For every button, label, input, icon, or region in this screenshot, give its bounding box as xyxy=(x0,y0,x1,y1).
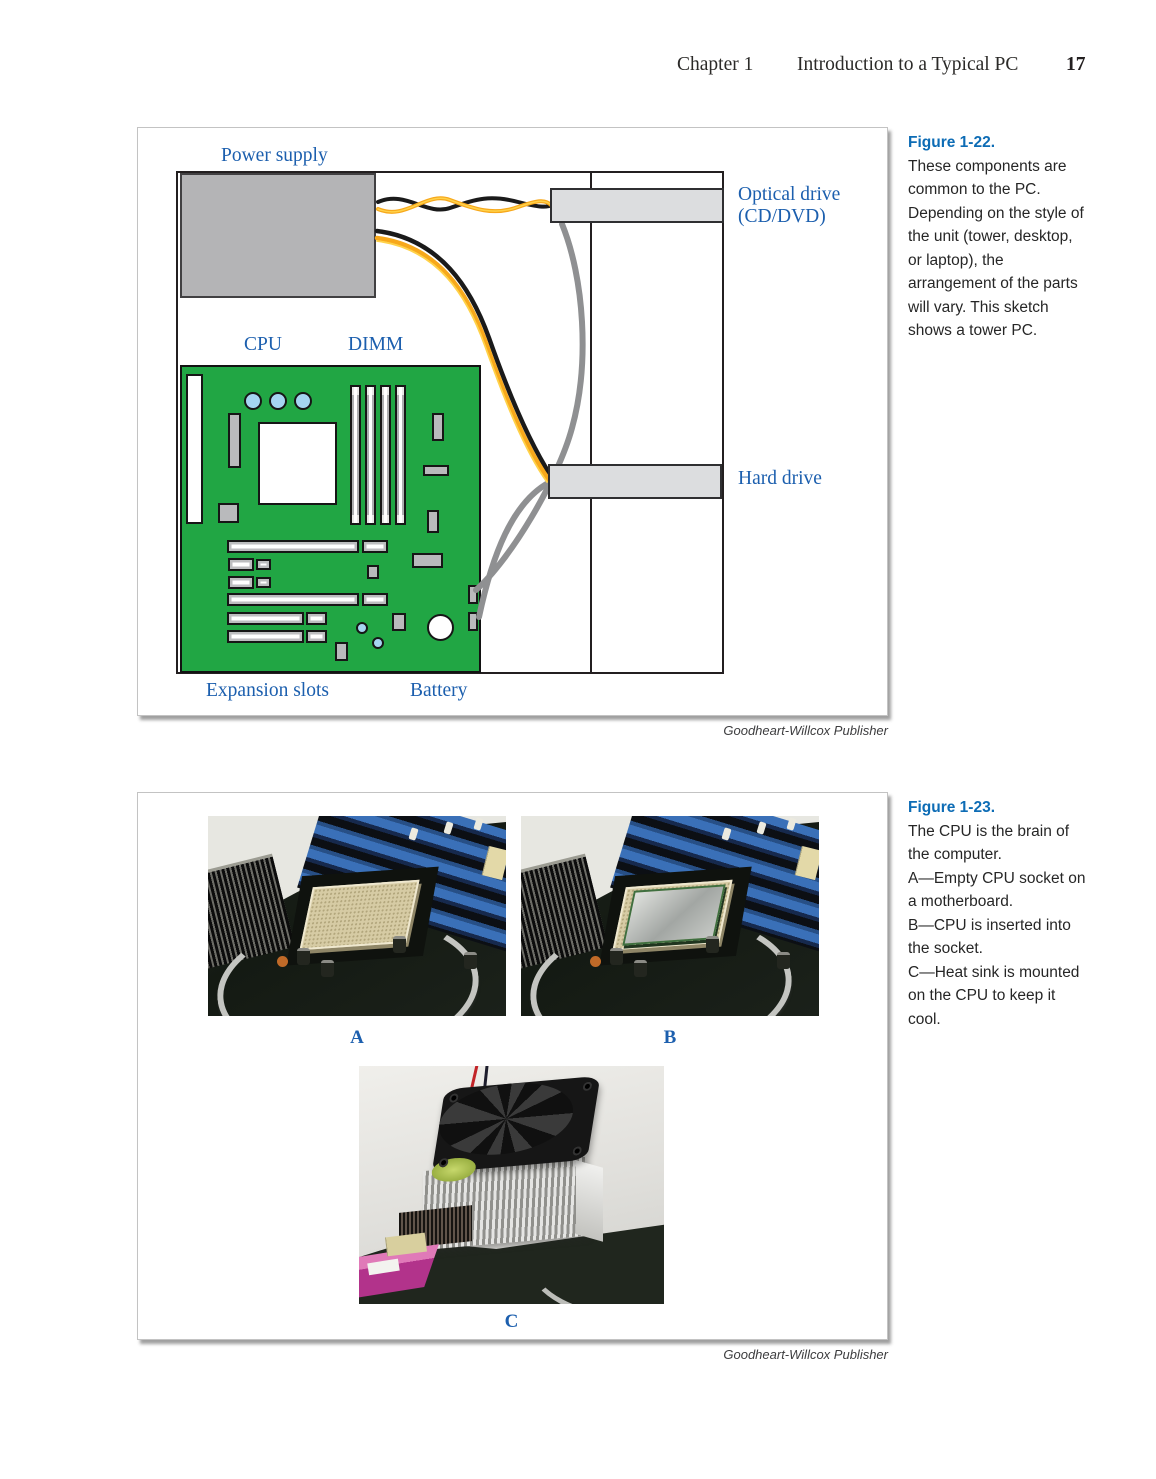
capacitor-photo xyxy=(634,960,648,977)
header-chapter: Chapter 1 xyxy=(677,54,754,75)
header-title: Introduction to a Typical PC xyxy=(797,54,1019,75)
cable-connector xyxy=(468,612,478,631)
expansion-slot-shape xyxy=(256,559,271,570)
expansion-slot-shape xyxy=(306,630,327,643)
pc-case-outline xyxy=(176,171,724,674)
capacitor-photo xyxy=(392,936,406,953)
power-cable-orange xyxy=(374,235,552,483)
coil-photo xyxy=(589,956,601,967)
label-expansion-slots: Expansion slots xyxy=(206,680,329,701)
figure-1-22-label: Figure 1-22. xyxy=(908,134,995,151)
figure-1-23-caption-item-c: C—Heat sink is mounted on the CPU to kee… xyxy=(908,963,1080,1028)
battery-shape xyxy=(427,614,454,641)
label-cpu: CPU xyxy=(244,334,282,355)
component-chip xyxy=(432,413,444,441)
power-supply-shape xyxy=(180,173,376,298)
capacitor-circle xyxy=(372,637,384,649)
expansion-slot-shape xyxy=(227,540,359,553)
figure-1-22-caption-text: These components are common to the PC. D… xyxy=(908,157,1084,340)
capacitor-photo xyxy=(297,948,311,965)
photo-cpu-inserted xyxy=(521,816,819,1016)
label-hard-drive: Hard drive xyxy=(738,468,822,489)
photo-label-a: A xyxy=(350,1027,364,1048)
expansion-slot-shape xyxy=(227,630,304,643)
expansion-slot-shape xyxy=(228,558,254,571)
figure-1-23-box: A B C xyxy=(137,792,888,1340)
capacitor-photo xyxy=(777,952,791,969)
capacitor-circle xyxy=(244,392,262,410)
expansion-slot-shape xyxy=(228,576,254,589)
capacitor-photo xyxy=(610,948,624,965)
expansion-slot-shape xyxy=(227,593,359,606)
figure-1-23-label: Figure 1-23. xyxy=(908,799,995,816)
cables-drawing xyxy=(374,196,586,620)
fan-blades xyxy=(434,1077,579,1160)
component-chip xyxy=(218,503,239,523)
motherboard-shape xyxy=(180,365,481,673)
figure-1-23-caption: Figure 1-23. The CPU is the brain of the… xyxy=(908,796,1090,1031)
power-cable-highlight xyxy=(377,197,553,213)
hard-drive-shape xyxy=(548,464,722,499)
optical-data-cable xyxy=(473,221,586,593)
dimm-slot-shape xyxy=(395,385,406,525)
dimm-slot-shape xyxy=(380,385,391,525)
expansion-slot-shape xyxy=(256,577,271,588)
component-chip xyxy=(412,553,443,568)
component-chip xyxy=(427,510,439,533)
capacitor-circle xyxy=(294,392,312,410)
label-dimm: DIMM xyxy=(348,334,404,355)
fan-screw-hole xyxy=(582,1081,594,1091)
optical-drive-shape xyxy=(550,188,724,223)
component-chip xyxy=(335,642,348,661)
dimm-slot-shape xyxy=(350,385,361,525)
figure-1-22-box: Power supply CPU DIMM xyxy=(137,127,888,716)
expansion-slot-shape xyxy=(362,593,388,606)
power-cable-black xyxy=(374,228,554,479)
drive-bay-divider xyxy=(590,171,592,674)
capacitor-photo xyxy=(464,952,478,969)
expansion-slot-shape xyxy=(362,540,388,553)
capacitor-circle xyxy=(269,392,287,410)
power-cable-black xyxy=(376,196,554,212)
cpu-socket-shape xyxy=(258,422,337,505)
component-bar xyxy=(228,413,241,468)
power-cable-highlight xyxy=(376,240,548,483)
attribution-text: Goodheart-Willcox Publisher xyxy=(723,1347,888,1362)
cpu-fan-photo xyxy=(430,1075,601,1184)
component-chip xyxy=(423,465,449,476)
photo-heat-sink-mounted xyxy=(359,1066,664,1304)
capacitor-circle xyxy=(356,622,368,634)
dimm-slot-shape xyxy=(365,385,376,525)
figure-1-22-caption: Figure 1-22. These components are common… xyxy=(908,131,1090,343)
component-chip xyxy=(367,565,379,579)
figure-1-23-caption-item-a: A—Empty CPU socket on a motherboard. xyxy=(908,869,1086,911)
label-battery: Battery xyxy=(410,680,468,701)
attribution-text: Goodheart-Willcox Publisher xyxy=(723,723,888,738)
label-optical-drive-line1: Optical drive xyxy=(738,184,841,205)
component-chip xyxy=(392,613,406,631)
expansion-slot-shape xyxy=(227,612,304,625)
cable-connector xyxy=(468,585,478,604)
label-power-supply: Power supply xyxy=(221,145,328,166)
hard-drive-data-cable xyxy=(476,479,553,620)
label-optical-drive-line2: (CD/DVD) xyxy=(738,206,826,227)
photo-label-c: C xyxy=(504,1311,519,1332)
header-page-number: 17 xyxy=(1066,54,1086,75)
label-optical-drive: Optical drive (CD/DVD) xyxy=(738,184,840,228)
figure-1-23-caption-item-b: B—CPU is inserted into the socket. xyxy=(908,916,1071,958)
photo-label-b: B xyxy=(663,1027,677,1048)
photo-empty-cpu-socket xyxy=(208,816,506,1016)
figure-1-23-caption-intro: The CPU is the brain of the computer. xyxy=(908,822,1070,864)
expansion-slot-shape xyxy=(306,612,327,625)
io-panel-shape xyxy=(186,374,203,524)
capacitor-photo xyxy=(321,960,335,977)
coil-photo xyxy=(276,956,288,967)
fan-screw-hole xyxy=(572,1145,583,1156)
capacitor-photo xyxy=(705,936,719,953)
